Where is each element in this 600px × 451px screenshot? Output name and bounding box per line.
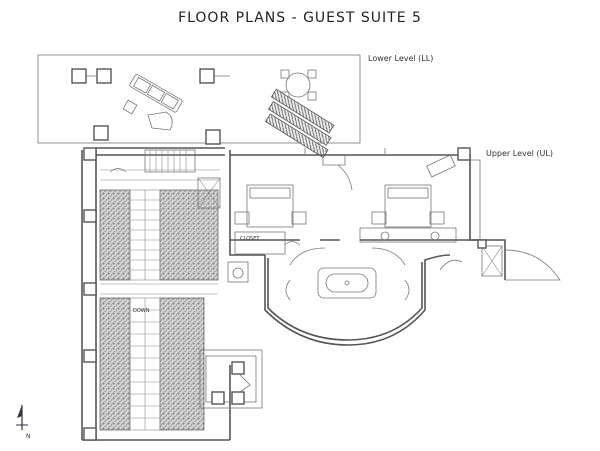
upper-level-label: Upper Level (UL): [486, 149, 553, 158]
stair-tower: DOWN: [81, 147, 263, 441]
north-arrow-icon: [16, 405, 28, 430]
page-title: FLOOR PLANS - GUEST SUITE 5: [178, 10, 422, 26]
closet-label: CLOSET: [240, 236, 260, 242]
down-label: DOWN: [133, 308, 150, 314]
lower-level-label: Lower Level (LL): [368, 54, 434, 63]
lower-level-terrace: [37, 54, 361, 159]
entry-steps: [96, 147, 225, 209]
upper-level-suite: CLOSET: [227, 147, 561, 346]
north-letter: N: [26, 433, 31, 440]
